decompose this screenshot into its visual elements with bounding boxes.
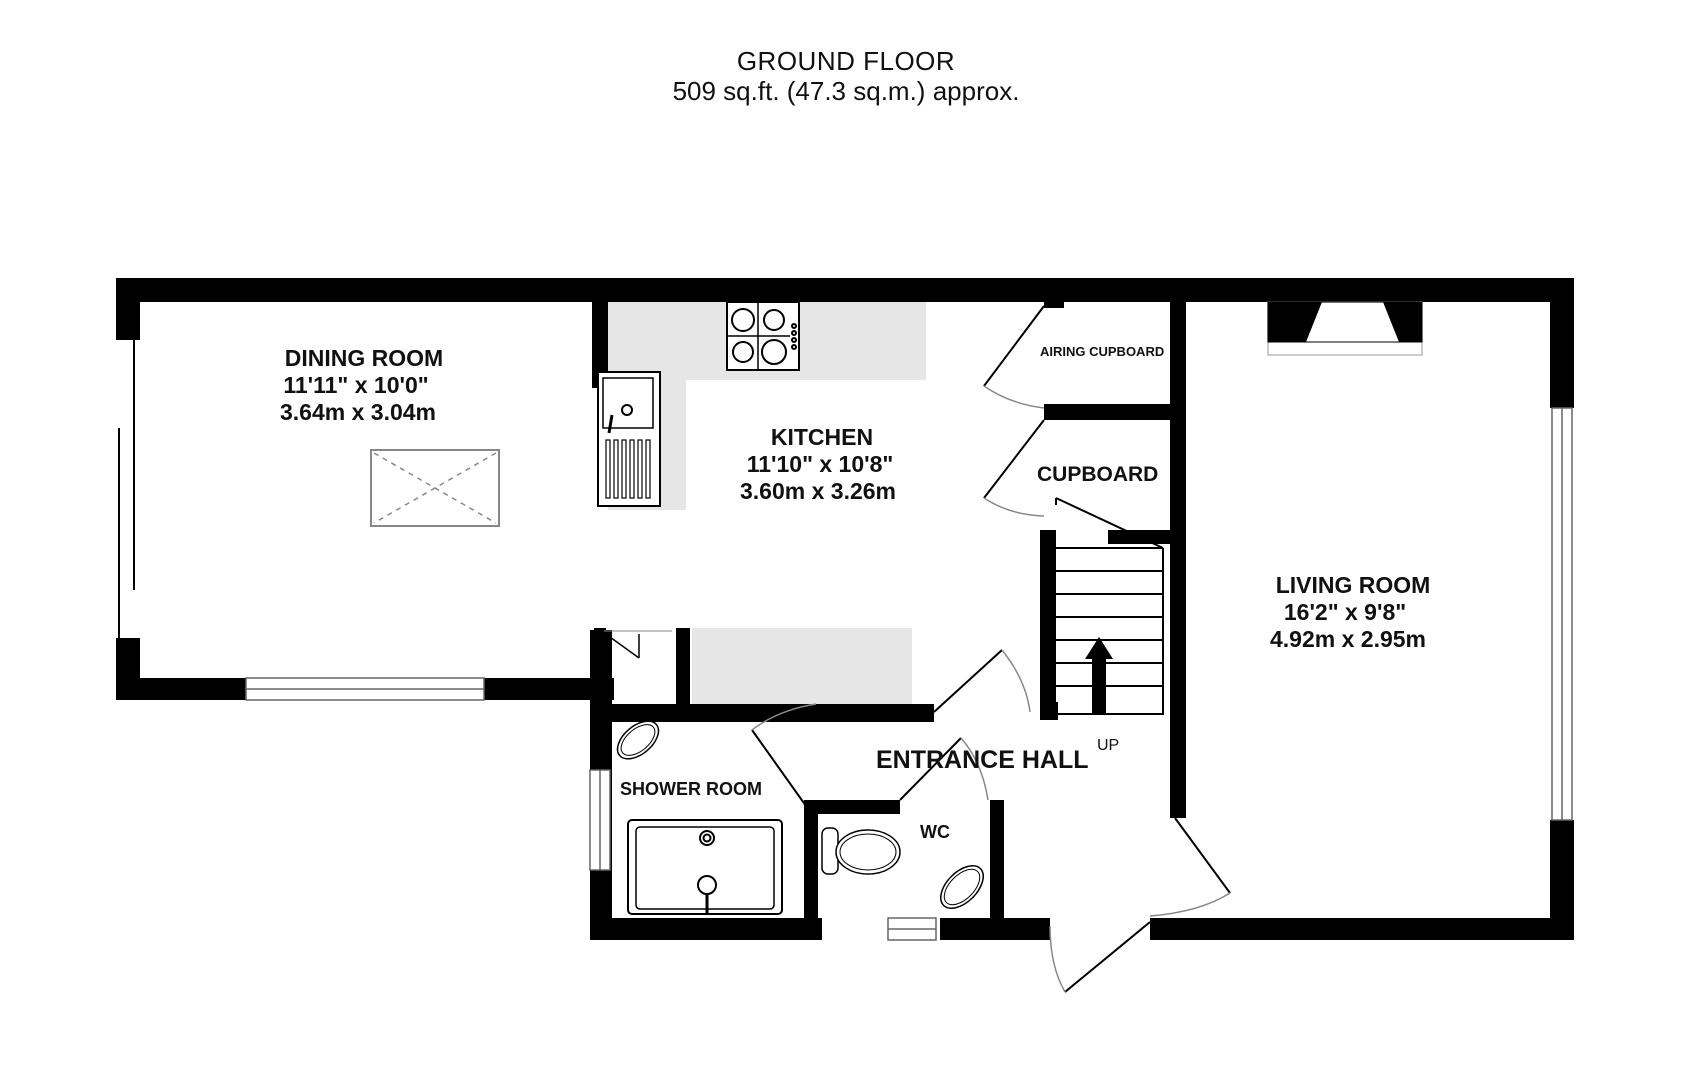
kitchen-label: KITCHEN 11'10" x 10'8" 3.60m x 3.26m [740,424,896,504]
windows [118,340,1573,941]
entrance-hall-label: ENTRANCE HALL [876,746,1089,774]
wc-basin-icon [940,865,984,909]
dining-room-label: DINING ROOM 11'11" x 10'0" 3.64m x 3.04m [280,345,443,425]
doors [602,305,1231,993]
living-room-label: LIVING ROOM 16'2" x 9'8" 4.92m x 2.95m [1270,572,1430,652]
dining-table-icon [370,449,500,527]
dining-room-imperial: 11'11" x 10'0" [283,372,428,398]
living-room-imperial: 16'2" x 9'8" [1284,599,1406,625]
staircase [1055,497,1164,715]
sink-icon [597,371,661,507]
fireplace-icon [1267,301,1423,356]
living-room-metric: 4.92m x 2.95m [1270,626,1426,652]
stairs-up-label: UP [1097,737,1119,754]
dining-room-name: DINING ROOM [285,345,443,371]
wc-label: WC [920,822,950,842]
shower-basin-icon [616,720,660,760]
hob-icon [726,301,800,371]
cupboard-label: CUPBOARD [1037,463,1158,486]
kitchen-name: KITCHEN [771,424,873,450]
living-room-name: LIVING ROOM [1276,572,1431,598]
floor-title: GROUND FLOOR [736,46,956,76]
floor-area: 509 sq.ft. (47.3 sq.m.) approx. [672,76,1020,106]
kitchen-imperial: 11'10" x 10'8" [747,451,894,477]
airing-cupboard-label: AIRING CUPBOARD [1040,344,1164,359]
kitchen-metric: 3.60m x 3.26m [740,478,896,504]
floor-header: GROUND FLOOR 509 sq.ft. (47.3 sq.m.) app… [0,46,1692,106]
kitchen-counter-bottom [692,628,912,704]
shower-tray-icon [627,819,783,915]
shower-room-label: SHOWER ROOM [620,779,762,799]
stairs-up-arrow-icon [1085,637,1113,715]
dining-room-metric: 3.64m x 3.04m [280,399,436,425]
toilet-icon [821,827,901,875]
